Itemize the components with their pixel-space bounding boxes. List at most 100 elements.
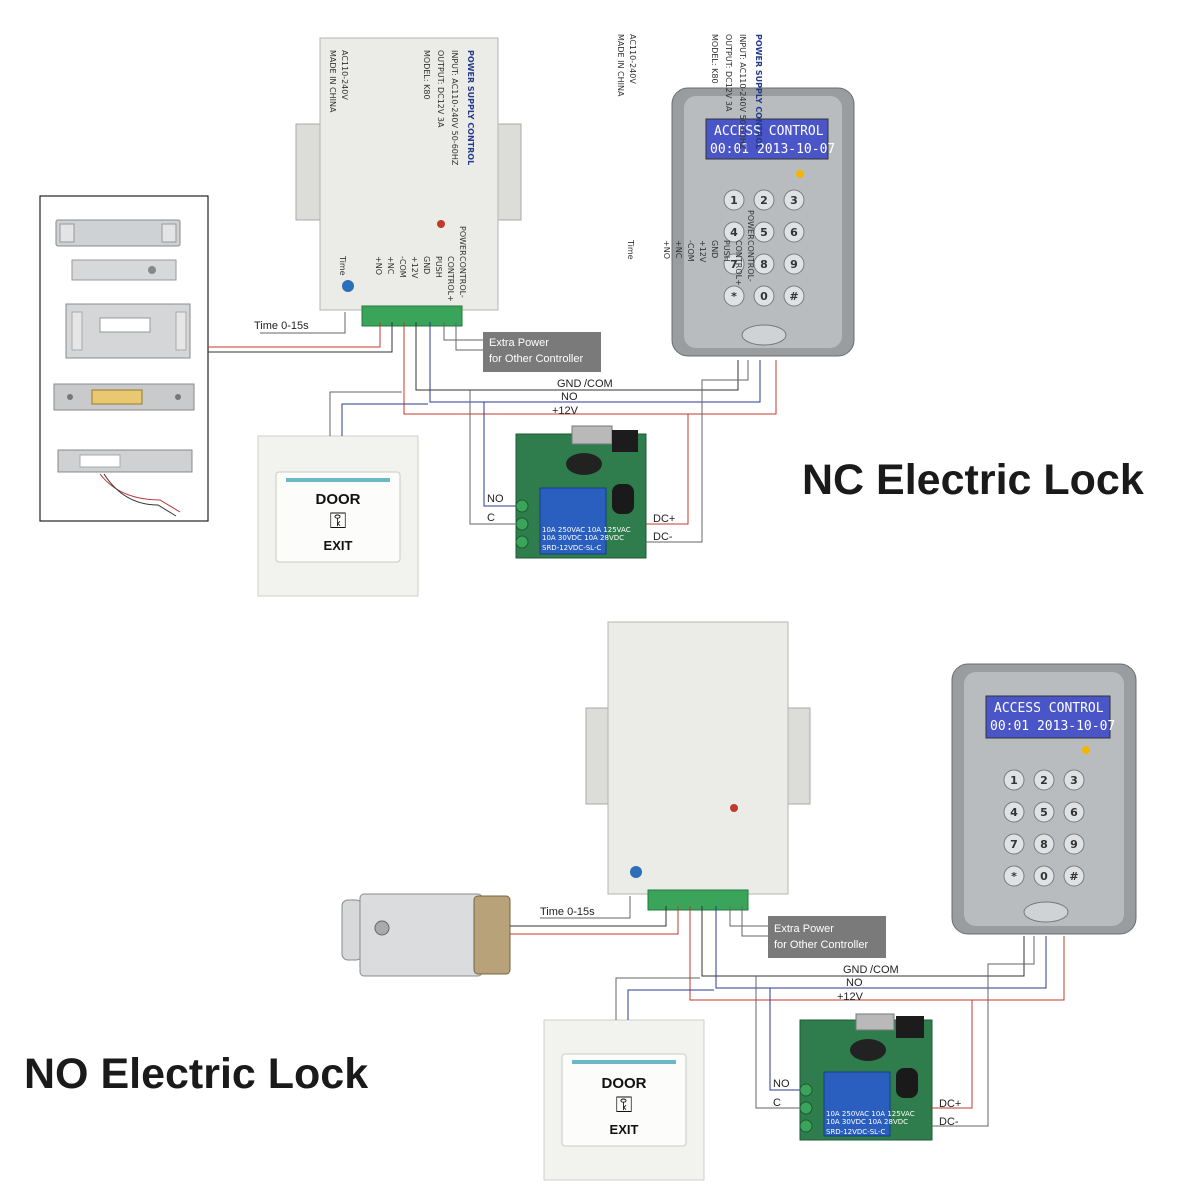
keypad-key (723, 285, 745, 307)
nc-12v-label: +12V (552, 405, 579, 417)
nc-keypad-key-label: 9 (790, 258, 798, 271)
keypad-key (1033, 801, 1055, 823)
no-relay-line1: 10A 250VAC 10A 125VAC (826, 1110, 915, 1118)
nc-relay-line2: 10A 30VDC 10A 28VDC (542, 534, 624, 542)
no-keypad-key-label: 0 (1040, 870, 1048, 883)
no-keypad-key-label: 5 (1040, 806, 1048, 819)
keypad-key (723, 189, 745, 211)
no-psu-output: OUTPUT: DC12V 3A (724, 34, 733, 112)
no-time-label: Time 0-15s (540, 906, 595, 918)
electric-strike-image (53, 383, 195, 411)
keypad-key (1003, 801, 1025, 823)
no-keypad (951, 663, 1137, 935)
no-relay-no-label: NO (773, 1078, 790, 1090)
keypad-key (783, 221, 805, 243)
no-terminal-label: CONTROL+ (734, 240, 743, 286)
keypad-key (1063, 801, 1085, 823)
nc-com-label: /COM (584, 378, 613, 390)
nc-terminal-label: CONTROL- (458, 256, 467, 298)
nc-psu-input: INPUT: AC110-240V 50-60HZ (450, 50, 459, 166)
keypad-key (723, 253, 745, 275)
nc-keypad-key-label: 5 (760, 226, 768, 239)
keypad-key (783, 285, 805, 307)
no-psu-made: MADE IN CHINA (616, 34, 625, 97)
no-terminal-label: GND (710, 240, 719, 258)
nc-power-supply (295, 37, 522, 327)
key-icon: ⚿ (616, 1093, 633, 1118)
keypad-key (1033, 769, 1055, 791)
nc-extra-power-line2: for Other Controller (489, 353, 583, 365)
nc-electric-lock-heading: NC Electric Lock (802, 456, 1144, 504)
nc-terminal-label: -COM (398, 256, 407, 278)
nc-terminal-label: CONTROL+ (446, 256, 455, 302)
nc-keypad-key-label: 7 (730, 258, 738, 271)
cabinet-lock-image (57, 449, 193, 517)
no-terminal-label: +NC (674, 240, 683, 259)
no-psu-power: POWER (746, 210, 755, 240)
nc-relay-board (515, 425, 647, 559)
no-psu-ac: AC110-240V (628, 34, 637, 84)
no-keypad-key-label: # (1069, 870, 1078, 883)
no-lcd-line2: 00:01 2013-10-07 (990, 719, 1115, 734)
no-extra-power-label-box (768, 916, 886, 958)
no-com-label: /COM (870, 964, 899, 976)
nc-exit-label: EXIT (324, 538, 353, 553)
nc-relay-line1: 10A 250VAC 10A 125VAC (542, 526, 631, 534)
nc-exit-button (257, 435, 419, 597)
magnetic-lock-image (55, 219, 181, 281)
keypad-key (753, 253, 775, 275)
no-terminal-label: +12V (698, 240, 707, 263)
no-psu-time: Time (626, 239, 635, 260)
keypad-key (1003, 865, 1025, 887)
no-terminal-label: CONTROL- (746, 240, 755, 282)
key-icon: ⚿ (330, 509, 347, 534)
no-relay-c-label: C (773, 1097, 781, 1109)
no-dc-plus-label: DC+ (939, 1098, 961, 1110)
nc-extra-power-label-box (483, 332, 601, 372)
nc-no-label: NO (561, 391, 578, 403)
no-wires (510, 896, 1065, 1127)
keypad-key (783, 253, 805, 275)
nc-lcd-line2: 00:01 2013-10-07 (710, 142, 835, 157)
nc-psu-ac: AC110-240V (340, 50, 349, 100)
no-psu-input: INPUT: AC110-240V 50-60HZ (738, 34, 747, 150)
nc-relay-no-label: NO (487, 493, 504, 505)
nc-terminal-label: +12V (410, 256, 419, 279)
no-terminal-label: -COM (686, 240, 695, 262)
keypad-key (723, 221, 745, 243)
nc-psu-output: OUTPUT: DC12V 3A (436, 50, 445, 128)
no-exit-label: EXIT (610, 1122, 639, 1137)
no-electric-lock-heading: NO Electric Lock (24, 1050, 369, 1098)
nc-psu-title: POWER SUPPLY CONTROL (466, 50, 475, 165)
nc-psu-model: MODEL: K80 (422, 50, 431, 100)
no-extra-power-line1: Extra Power (774, 923, 834, 935)
no-keypad-key-label: 9 (1070, 838, 1078, 851)
nc-lock-options-panel (39, 195, 209, 522)
nc-psu-time: Time (338, 255, 347, 276)
nc-time-label: Time 0-15s (254, 320, 309, 332)
nc-keypad-key-label: 3 (790, 194, 798, 207)
keypad-key (783, 189, 805, 211)
no-terminal-label: PUSH (722, 240, 731, 262)
keypad-key (1003, 769, 1025, 791)
nc-lcd-line1: ACCESS CONTROL (714, 124, 824, 139)
no-relay-model: SRD-12VDC-SL-C (826, 1128, 885, 1136)
no-lcd-line1: ACCESS CONTROL (994, 701, 1104, 716)
nc-dc-plus-label: DC+ (653, 513, 675, 525)
no-keypad-key-label: 3 (1070, 774, 1078, 787)
no-relay-line2: 10A 30VDC 10A 28VDC (826, 1118, 908, 1126)
no-keypad-key-label: 4 (1010, 806, 1018, 819)
nc-keypad-key-label: # (789, 290, 798, 303)
keypad-key (1003, 833, 1025, 855)
keypad-key (1033, 833, 1055, 855)
no-keypad-key-label: 6 (1070, 806, 1078, 819)
no-keypad-key-label: 7 (1010, 838, 1018, 851)
nc-psu-power: POWER (458, 226, 467, 256)
nc-relay-model: SRD-12VDC-SL-C (542, 544, 601, 552)
keypad-key (753, 189, 775, 211)
no-psu-model: MODEL: K80 (710, 34, 719, 84)
nc-keypad-key-label: 0 (760, 290, 768, 303)
no-gnd-label: GND (843, 964, 868, 976)
no-psu-title: POWER SUPPLY CONTROL (754, 34, 763, 149)
no-power-supply (585, 621, 811, 911)
